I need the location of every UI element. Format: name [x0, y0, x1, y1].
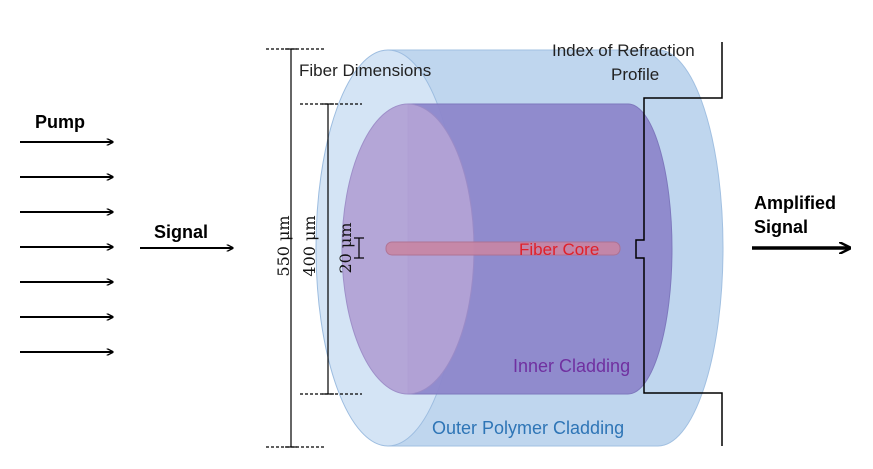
inner-diameter-value: 400 μm [300, 215, 319, 277]
signal-label: Signal [154, 222, 209, 242]
fiber-core-label: Fiber Core [519, 240, 600, 259]
inner-cladding-label: Inner Cladding [513, 356, 631, 376]
outer-polymer-cladding-label: Outer Polymer Cladding [432, 418, 625, 438]
pump-label: Pump [35, 112, 86, 132]
core-diameter-value: 20 μm [336, 222, 355, 274]
inner-diameter-dimension [300, 103, 362, 395]
amplified-signal-label-line2: Signal [754, 217, 809, 237]
fiber-core-rod [385, 241, 621, 256]
index-of-refraction-label-line1: Index of Refraction [552, 41, 695, 60]
fiber-dimensions-label: Fiber Dimensions [299, 61, 432, 80]
outer-diameter-value: 550 μm [274, 215, 293, 277]
core-diameter-dimension [354, 237, 364, 259]
amplified-signal-label-line1: Amplified [754, 193, 837, 213]
pump-arrows [20, 142, 113, 352]
index-profile-line [635, 42, 723, 446]
index-of-refraction-label-line2: Profile [611, 65, 660, 84]
outer-diameter-dimension [266, 48, 326, 448]
